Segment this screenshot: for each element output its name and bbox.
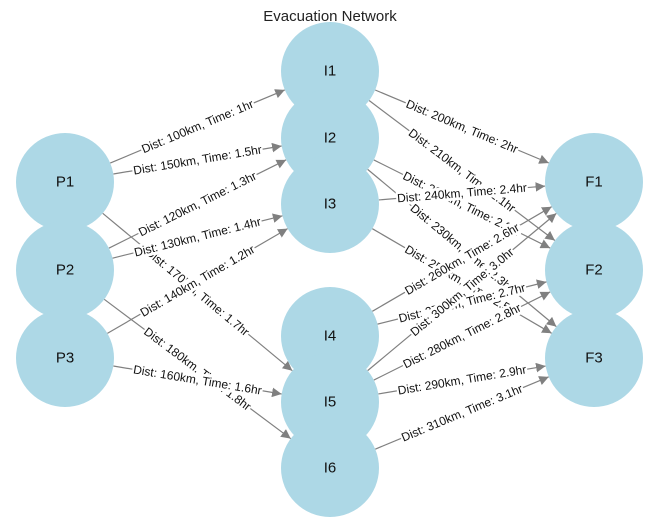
node-label: F3 (585, 350, 603, 367)
node-f3[interactable]: F3 (545, 309, 643, 407)
node-label: I2 (324, 130, 337, 147)
edge-label-background (131, 214, 264, 260)
node-circle (545, 309, 643, 407)
node-label: I1 (324, 63, 337, 80)
node-circle (281, 155, 379, 253)
edge-label-background (136, 241, 259, 321)
node-label: I6 (324, 460, 337, 477)
node-label: F1 (585, 174, 603, 191)
node-circle (16, 133, 114, 231)
node-label: P1 (56, 174, 74, 191)
edge-label-background (131, 142, 264, 178)
node-i6[interactable]: I6 (281, 419, 379, 517)
node-circle (545, 133, 643, 231)
node-label: F2 (585, 262, 603, 279)
diagram-title: Evacuation Network (263, 8, 397, 25)
node-f1[interactable]: F1 (545, 133, 643, 231)
node-f2[interactable]: F2 (545, 221, 643, 319)
edge-label-background (395, 180, 529, 206)
edge-label-background (135, 168, 260, 240)
node-label: P2 (56, 262, 74, 279)
node-p2[interactable]: P2 (16, 221, 114, 319)
node-p1[interactable]: P1 (16, 133, 114, 231)
edge-label-background (406, 244, 518, 340)
node-p3[interactable]: P3 (16, 309, 114, 407)
edge-label-background (131, 362, 264, 398)
node-circle (545, 221, 643, 319)
edge-label-background (401, 219, 523, 299)
node-i1[interactable]: I1 (281, 22, 379, 120)
node-i3[interactable]: I3 (281, 155, 379, 253)
edge-label-background (399, 300, 525, 372)
node-circle (16, 309, 114, 407)
edge-label-background (395, 362, 529, 398)
node-label: I4 (324, 328, 337, 345)
node-label: P3 (56, 350, 74, 367)
node-circle (281, 419, 379, 517)
node-circle (281, 22, 379, 120)
edge-label-background (403, 96, 521, 157)
edge-label-background (142, 244, 253, 340)
edge-label-background (399, 168, 525, 240)
edge-label-background (138, 96, 257, 157)
node-label: I5 (324, 394, 337, 411)
edge-label-background (398, 381, 526, 445)
node-label: I3 (324, 196, 337, 213)
node-circle (16, 221, 114, 319)
